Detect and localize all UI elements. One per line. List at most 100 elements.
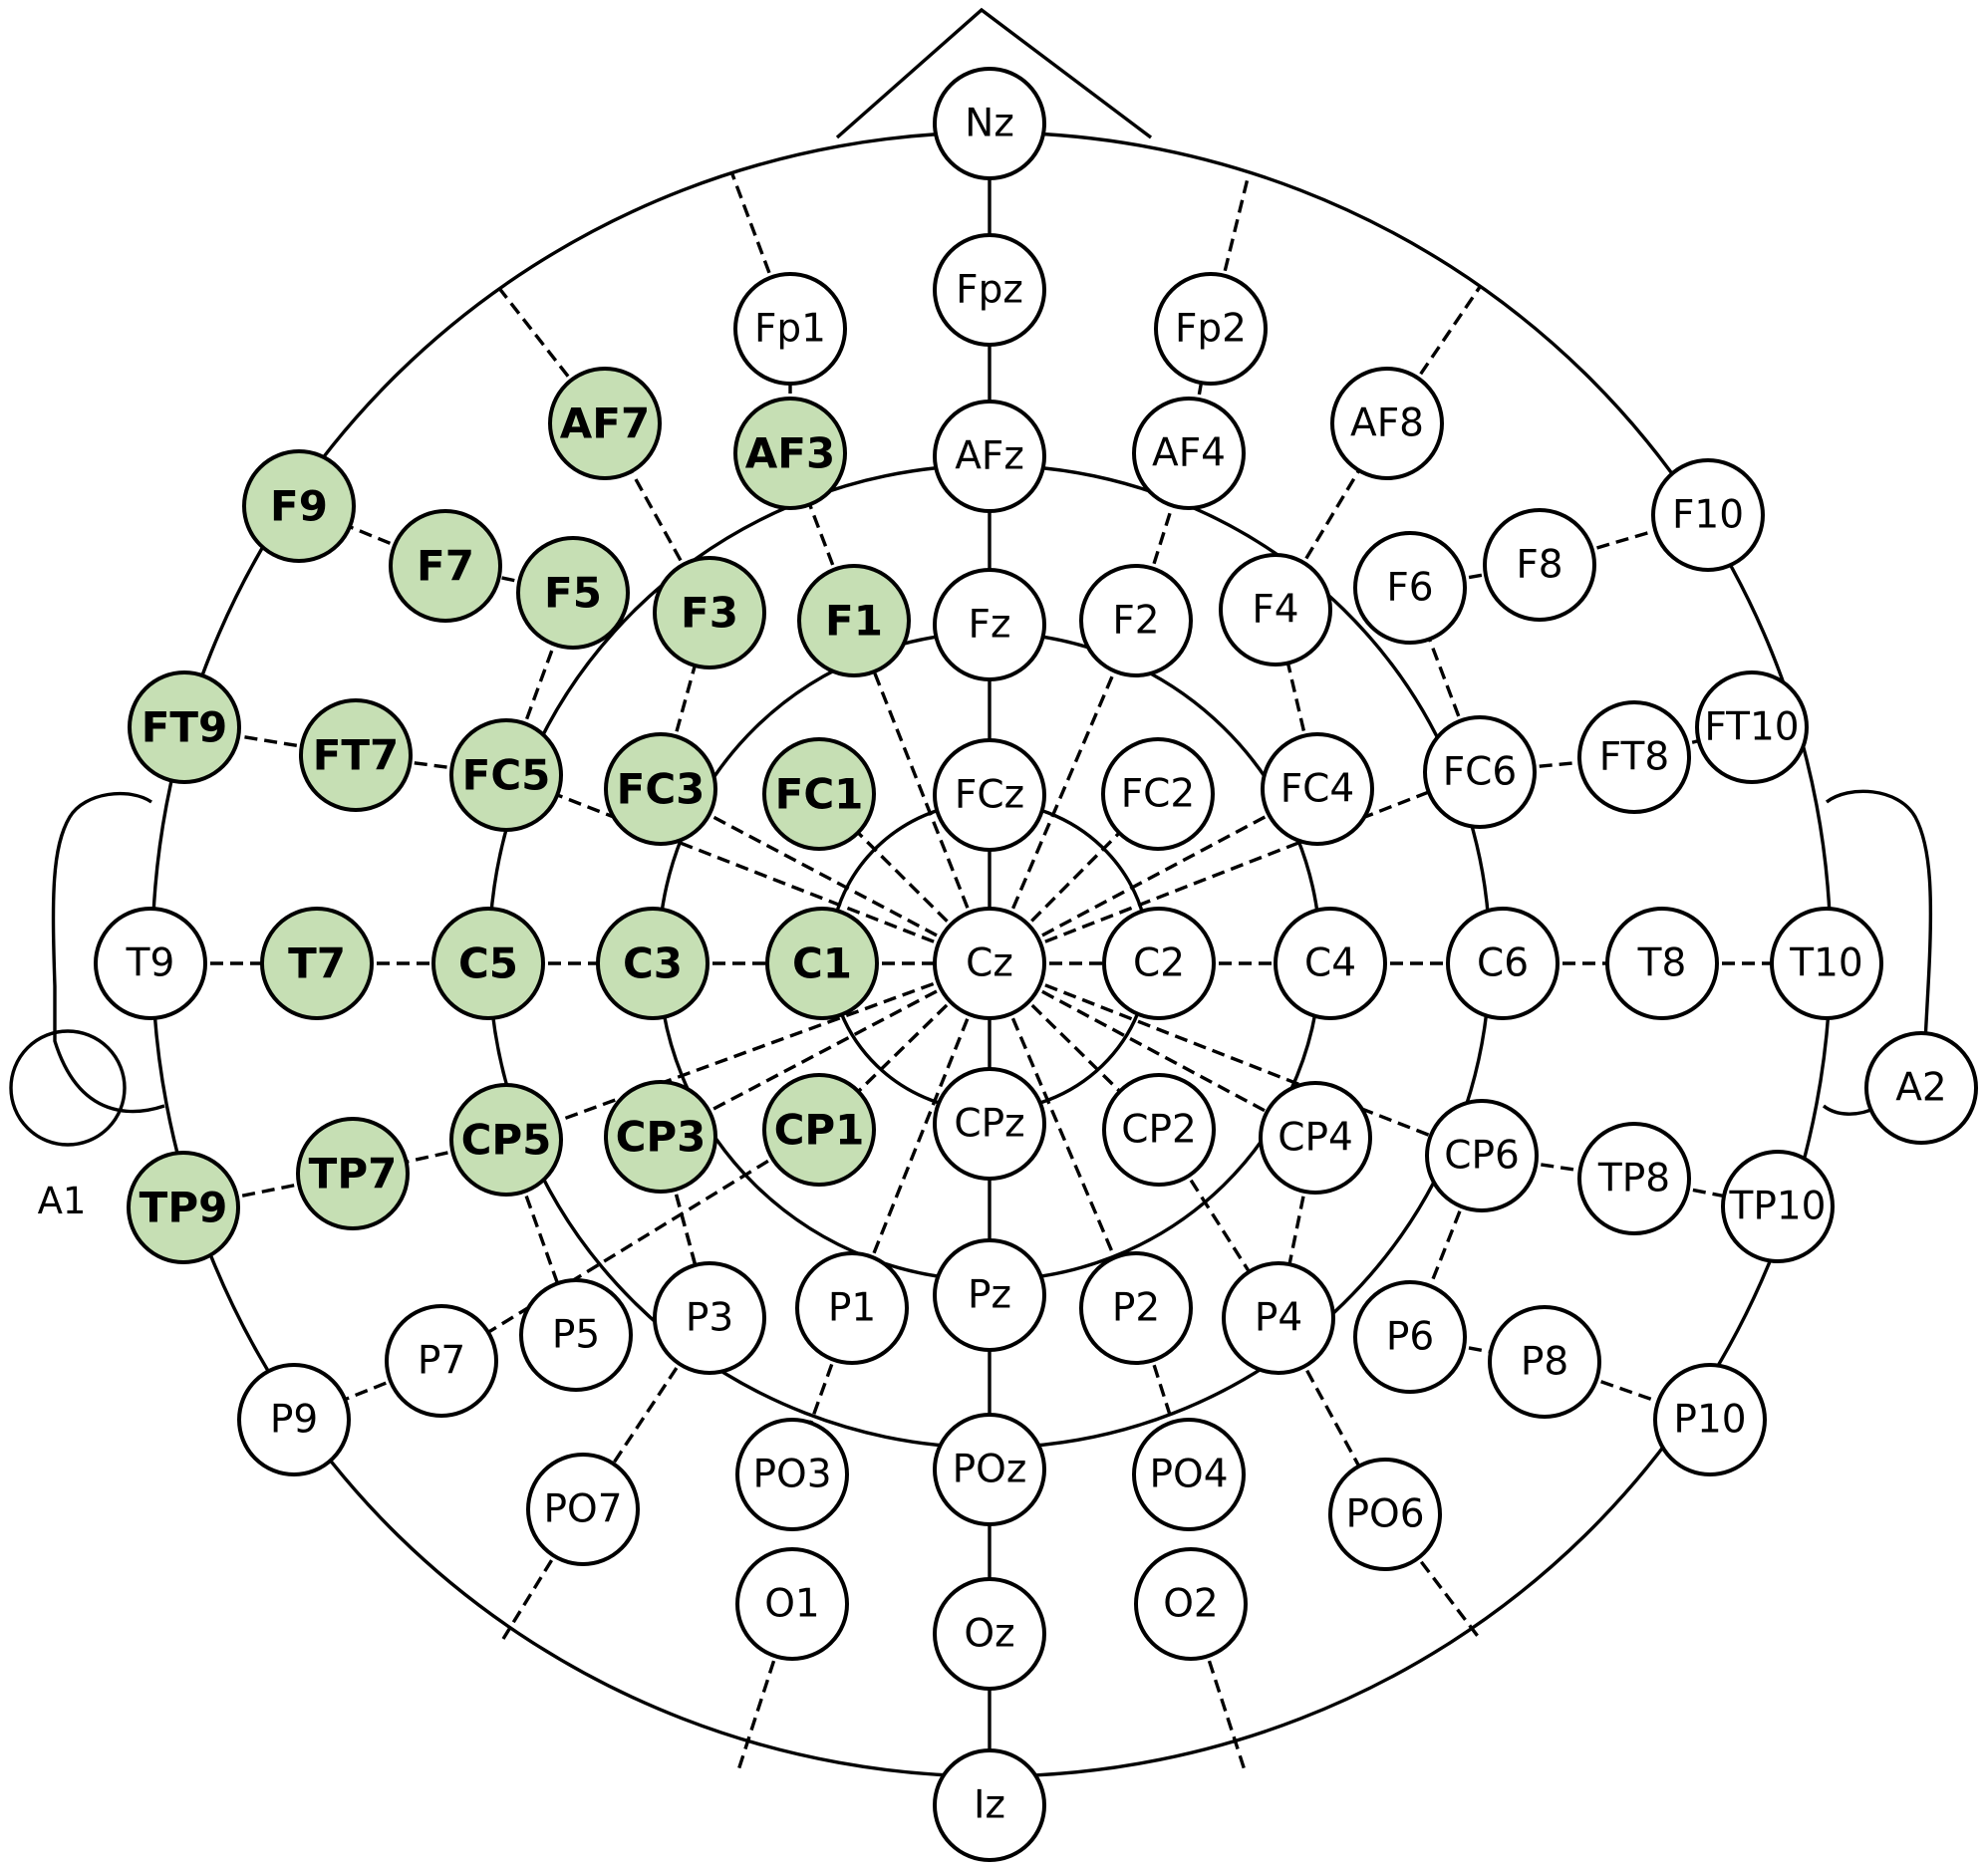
electrode-f8: F8 bbox=[1483, 508, 1596, 622]
ear-label-a1: A1 bbox=[38, 1180, 87, 1222]
electrode-circle bbox=[1605, 907, 1719, 1020]
electrode-label: PO3 bbox=[752, 1453, 831, 1497]
electrode-label: Fpz bbox=[956, 268, 1023, 313]
electrode-cp5: CP5 bbox=[449, 1083, 563, 1197]
electrode-label: Iz bbox=[974, 1783, 1005, 1828]
electrode-label: F8 bbox=[1516, 543, 1562, 588]
electrode-cz: Cz bbox=[933, 907, 1046, 1020]
electrode-circle bbox=[389, 509, 502, 623]
electrode-label: T9 bbox=[126, 941, 175, 986]
electrode-o1: O1 bbox=[735, 1547, 849, 1661]
electrode-label: C5 bbox=[458, 939, 518, 988]
electrode-label: F2 bbox=[1112, 599, 1159, 644]
electrode-label: CP3 bbox=[616, 1113, 707, 1162]
electrode-f5: F5 bbox=[516, 536, 630, 650]
electrode-label: F9 bbox=[270, 482, 328, 531]
electrode-c5: C5 bbox=[431, 907, 545, 1020]
electrode-label: TP8 bbox=[1597, 1157, 1670, 1202]
electrode-circle bbox=[431, 907, 545, 1020]
electrode-c6: C6 bbox=[1446, 907, 1560, 1020]
electrode-label: AF7 bbox=[560, 400, 650, 448]
electrode-label: O1 bbox=[764, 1582, 820, 1627]
electrode-f4: F4 bbox=[1219, 553, 1332, 667]
connection-line bbox=[989, 770, 1481, 965]
electrode-circle bbox=[933, 67, 1046, 180]
electrode-circle bbox=[1483, 508, 1596, 622]
electrode-af8: AF8 bbox=[1330, 367, 1444, 480]
electrode-fpz: Fpz bbox=[933, 233, 1046, 347]
electrode-label: P2 bbox=[1112, 1286, 1160, 1331]
electrode-tp8: TP8 bbox=[1577, 1122, 1691, 1235]
electrode-circle bbox=[762, 1073, 876, 1187]
electrode-circle bbox=[1577, 700, 1691, 814]
electrode-label: FT8 bbox=[1599, 735, 1669, 780]
electrode-label: CP1 bbox=[774, 1106, 865, 1155]
electrode-f1: F1 bbox=[797, 564, 911, 677]
electrode-fc2: FC2 bbox=[1101, 737, 1215, 851]
electrode-c3: C3 bbox=[596, 907, 710, 1020]
electrode-ft9: FT9 bbox=[128, 670, 241, 784]
electrode-p5: P5 bbox=[519, 1278, 633, 1392]
electrode-label: FC2 bbox=[1121, 772, 1195, 817]
electrode-circle bbox=[1134, 1547, 1248, 1661]
electrode-ft10: FT10 bbox=[1695, 670, 1809, 784]
electrode-circle bbox=[1721, 1150, 1835, 1263]
electrode-t10: T10 bbox=[1770, 907, 1883, 1020]
connection-line bbox=[988, 620, 1138, 964]
electrode-afz: AFz bbox=[933, 400, 1046, 513]
electrode-tp9: TP9 bbox=[127, 1151, 240, 1264]
electrode-circle bbox=[1259, 1081, 1372, 1195]
electrode-label: Pz bbox=[968, 1273, 1011, 1318]
electrode-circle bbox=[933, 1748, 1046, 1862]
electrode-circle bbox=[933, 1577, 1046, 1691]
electrode-cp3: CP3 bbox=[604, 1080, 717, 1194]
electrode-label: Fp1 bbox=[754, 307, 826, 352]
electrode-label: FC4 bbox=[1280, 767, 1354, 812]
electrode-circle bbox=[1154, 272, 1268, 386]
electrode-circle bbox=[385, 1304, 498, 1418]
electrode-label: P3 bbox=[686, 1296, 733, 1341]
electrode-poz: POz bbox=[933, 1413, 1046, 1526]
electrode-label: P7 bbox=[418, 1339, 465, 1384]
electrode-cp4: CP4 bbox=[1259, 1081, 1372, 1195]
electrode-fp1: Fp1 bbox=[733, 272, 847, 386]
electrode-circle bbox=[933, 400, 1046, 513]
electrode-label: PO4 bbox=[1149, 1453, 1228, 1497]
electrode-label: POz bbox=[953, 1448, 1027, 1492]
electrode-label: CP6 bbox=[1444, 1134, 1520, 1179]
connection-line bbox=[660, 787, 991, 965]
electrode-ft7: FT7 bbox=[299, 698, 413, 812]
electrode-circle bbox=[653, 556, 766, 669]
electrode-f6: F6 bbox=[1353, 531, 1467, 645]
electrode-circle bbox=[526, 1453, 640, 1566]
electrode-label: A2 bbox=[1895, 1066, 1947, 1111]
electrode-label: P5 bbox=[552, 1313, 600, 1358]
electrode-label: AF4 bbox=[1152, 431, 1226, 476]
electrode-label: C1 bbox=[792, 939, 852, 988]
electrode-label: P6 bbox=[1386, 1315, 1434, 1360]
electrode-label: C4 bbox=[1304, 941, 1356, 986]
connection-line bbox=[988, 962, 1138, 1309]
electrode-label: CPz bbox=[954, 1102, 1024, 1147]
electrode-circle bbox=[604, 732, 717, 846]
electrode-circle bbox=[733, 272, 847, 386]
electrode-label: F3 bbox=[681, 589, 738, 638]
electrode-label: P9 bbox=[270, 1398, 318, 1443]
electrode-circle bbox=[548, 367, 662, 480]
electrode-circle bbox=[1101, 737, 1215, 851]
electrode-circle bbox=[1425, 1099, 1539, 1212]
electrode-label: Fp2 bbox=[1175, 307, 1247, 352]
ear-lobe-circle bbox=[9, 1029, 127, 1147]
electrode-label: CP5 bbox=[461, 1116, 552, 1165]
electrode-label: C3 bbox=[623, 939, 683, 988]
electrode-c1: C1 bbox=[765, 907, 879, 1020]
electrode-f10: F10 bbox=[1651, 458, 1765, 572]
electrode-circle bbox=[260, 907, 374, 1020]
electrode-circle bbox=[449, 718, 563, 832]
electrode-fc6: FC6 bbox=[1423, 715, 1537, 829]
electrode-t9: T9 bbox=[94, 907, 207, 1020]
electrode-p6: P6 bbox=[1353, 1280, 1467, 1394]
electrode-label: T7 bbox=[288, 939, 346, 988]
electrode-circle bbox=[1330, 367, 1444, 480]
